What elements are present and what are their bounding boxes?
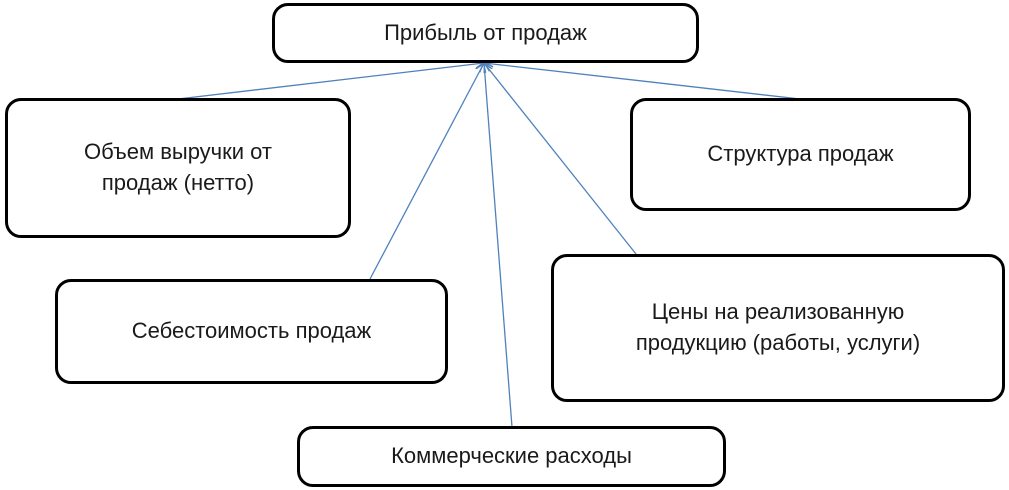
- node-cost-of-sales: Себестоимость продаж: [55, 279, 448, 384]
- node-product-prices: Цены на реализованную продукцию (работы,…: [551, 254, 1005, 402]
- node-commerce-label: Коммерческие расходы: [391, 443, 632, 469]
- node-commercial-expenses: Коммерческие расходы: [297, 426, 726, 487]
- node-profit-label: Прибыль от продаж: [384, 19, 587, 45]
- connector-arrow-cost-to-profit: [369, 63, 484, 280]
- connector-group: [177, 63, 801, 428]
- connector-arrow-commerce-to-profit: [484, 63, 513, 428]
- node-prices-label: Цены на реализованную продукцию (работы,…: [635, 299, 921, 355]
- node-structure-label: Структура продаж: [707, 141, 894, 167]
- node-sales-revenue: Объем выручки от продаж (нетто): [5, 98, 351, 238]
- node-revenue-label: Объем выручки от продаж (нетто): [83, 139, 272, 195]
- node-cost-label: Себестоимость продаж: [131, 318, 372, 344]
- node-sales-structure: Структура продаж: [630, 98, 971, 211]
- connector-arrow-revenue-to-profit: [177, 63, 484, 100]
- connector-arrow-structure-to-profit: [484, 63, 801, 100]
- connector-arrow-prices-to-profit: [484, 63, 637, 255]
- node-profit-from-sales: Прибыль от продаж: [272, 3, 699, 63]
